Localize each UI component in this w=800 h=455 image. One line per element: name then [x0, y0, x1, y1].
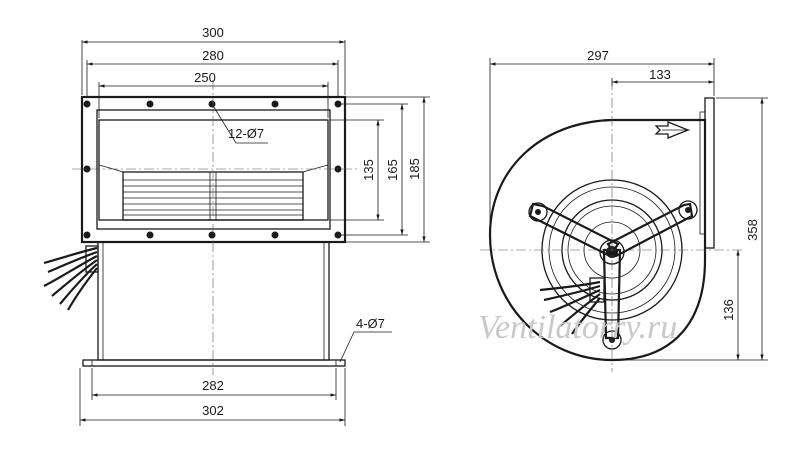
dim-overall-width: 300: [202, 25, 224, 40]
dim-center-height: 136: [721, 299, 736, 321]
scroll-housing: [488, 118, 707, 362]
front-top-dimensions: 300 280 250 12-Ø7: [81, 25, 346, 144]
side-top-dimensions: 297 133: [489, 48, 715, 232]
side-flange: [704, 97, 715, 249]
dim-outlet-width: 250: [194, 70, 216, 85]
dim-overall-height: 358: [745, 219, 760, 241]
front-bottom-dimensions: 282 302 4-Ø7: [79, 316, 392, 426]
side-right-dimensions: 358 136: [622, 97, 768, 361]
holes-note-12: 12-Ø7: [228, 126, 264, 141]
airflow-arrow-icon: [654, 121, 690, 139]
dim-flange-hole-span: 280: [202, 48, 224, 63]
watermark: Ventilatorry.ru: [478, 309, 677, 346]
dim-flange-height: 185: [407, 158, 422, 180]
dim-outlet-height: 135: [361, 159, 376, 181]
front-right-dimensions: 185 165 135: [330, 96, 430, 243]
side-view: 297 133 358 136 Ventilatorry.ru: [478, 48, 768, 372]
base-holes-note: 4-Ø7: [356, 316, 385, 331]
front-view: 300 280 250 12-Ø7 185 165: [43, 25, 430, 426]
dim-base-hole-span: 282: [202, 378, 224, 393]
outlet-flange-inner: [96, 109, 331, 230]
dim-hole-height-span: 165: [385, 159, 400, 181]
dim-flange-to-center: 133: [649, 67, 671, 82]
dim-overall-depth: 297: [587, 48, 609, 63]
side-power-cables: [539, 277, 605, 335]
dim-base-width: 302: [202, 403, 224, 418]
outlet-opening: [98, 119, 329, 221]
base-plate: [82, 359, 346, 367]
housing-body: [97, 241, 330, 361]
power-cables: [43, 245, 99, 311]
